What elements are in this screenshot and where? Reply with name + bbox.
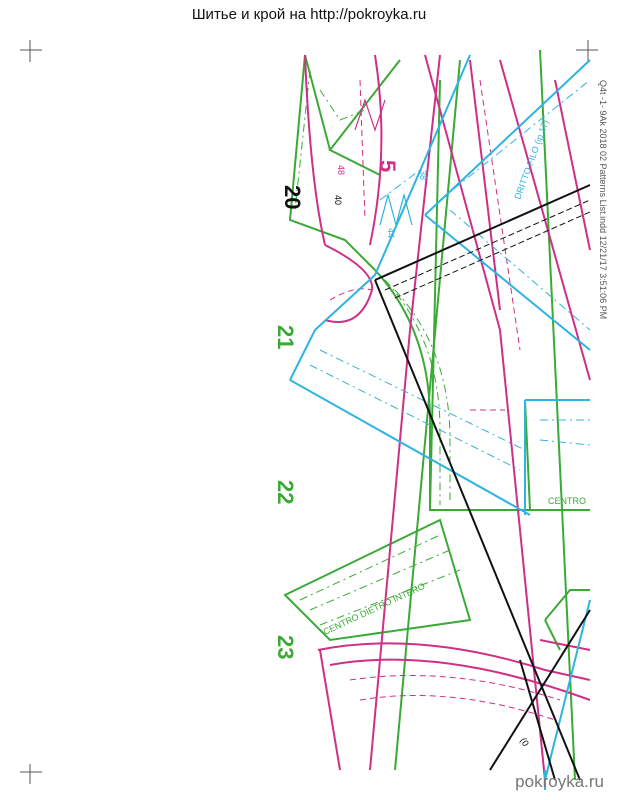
size-44-label: 44 (386, 228, 396, 238)
magenta-zigzag (354, 98, 386, 132)
green-dashed (294, 69, 461, 626)
print-side-note: Q4t -1- 9Ak 2018 02 Patterns List.indd 1… (598, 80, 608, 319)
footer-watermark: pokroyka.ru (515, 772, 604, 791)
black-lines (374, 184, 591, 781)
marker-0-label: (0 (518, 736, 531, 748)
size-38-label: 38 (418, 170, 428, 180)
magenta-lines (304, 54, 591, 781)
row-number-20: 20 (280, 185, 305, 209)
cyan-dashed (309, 79, 591, 471)
cyan-zigzag (379, 192, 413, 228)
size-48-label: 48 (336, 165, 346, 175)
row-number-21: 21 (273, 325, 298, 349)
black-dashed (384, 199, 591, 299)
row-number-22: 22 (273, 480, 298, 504)
magenta-dashed (329, 79, 561, 721)
cyan-lines (289, 54, 591, 790)
site-header: Шитье и крой на http://pokroyka.ru (191, 6, 427, 23)
size-40-label: 40 (333, 195, 343, 205)
crop-marks (20, 40, 598, 784)
piece-number-5: 5 (375, 160, 400, 172)
centro-label: CENTRO (548, 496, 586, 506)
row-number-23: 23 (273, 635, 298, 659)
